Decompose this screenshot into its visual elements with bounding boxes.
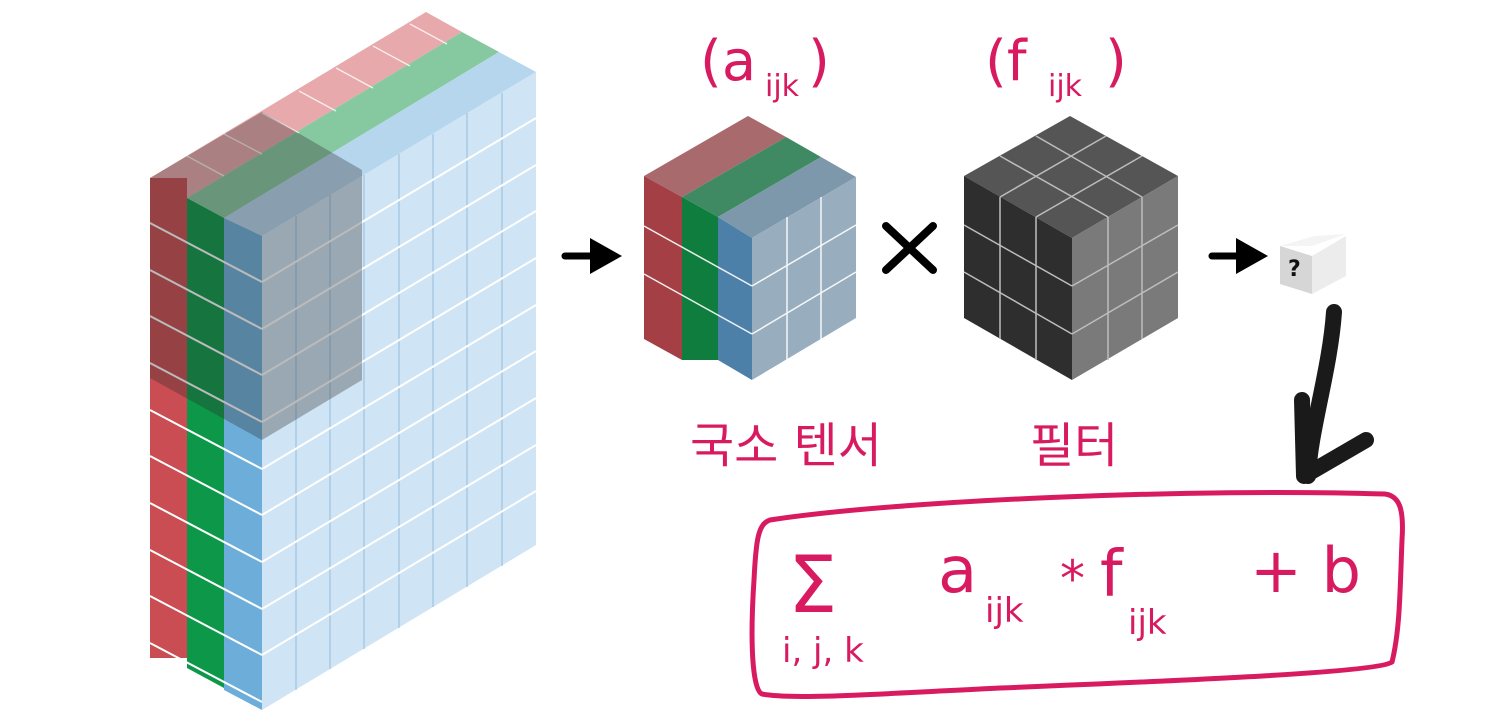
close-paren: ) [808, 29, 830, 94]
sum-index: i, j, k [782, 631, 864, 671]
arrow-right-icon [561, 238, 622, 274]
sigma-symbol: Σ [788, 541, 837, 631]
local-tensor-symbol: (a [700, 29, 756, 94]
local-tensor-notation: (a ijk ) [700, 29, 830, 104]
close-paren: ) [1105, 29, 1127, 94]
input-tensor [149, 12, 537, 710]
result-cell: ? [1280, 234, 1346, 294]
filter-cube [963, 116, 1179, 380]
term-a-subscript: ijk [985, 591, 1024, 631]
local-tensor-caption: 국소 텐서 [690, 418, 882, 474]
curved-arrow-down-icon [1294, 304, 1374, 484]
multiply-icon [882, 222, 937, 274]
term-f: f [1100, 538, 1124, 612]
formula-box: Σ i, j, k a ijk * f ijk + b [749, 489, 1405, 699]
local-tensor-cube [643, 116, 857, 380]
local-tensor-subscript: ijk [765, 69, 800, 104]
term-a: a [938, 534, 977, 608]
filter-symbol: (f [985, 29, 1028, 94]
times-symbol: * [1060, 550, 1085, 608]
filter-subscript: ijk [1048, 69, 1083, 104]
term-f-subscript: ijk [1128, 603, 1167, 643]
filter-caption: 필터 [1030, 418, 1118, 474]
plus-bias: + b [1250, 534, 1361, 607]
arrow-right-icon [1208, 238, 1268, 274]
filter-notation: (f ijk ) [985, 29, 1127, 104]
result-mark: ? [1288, 257, 1301, 282]
